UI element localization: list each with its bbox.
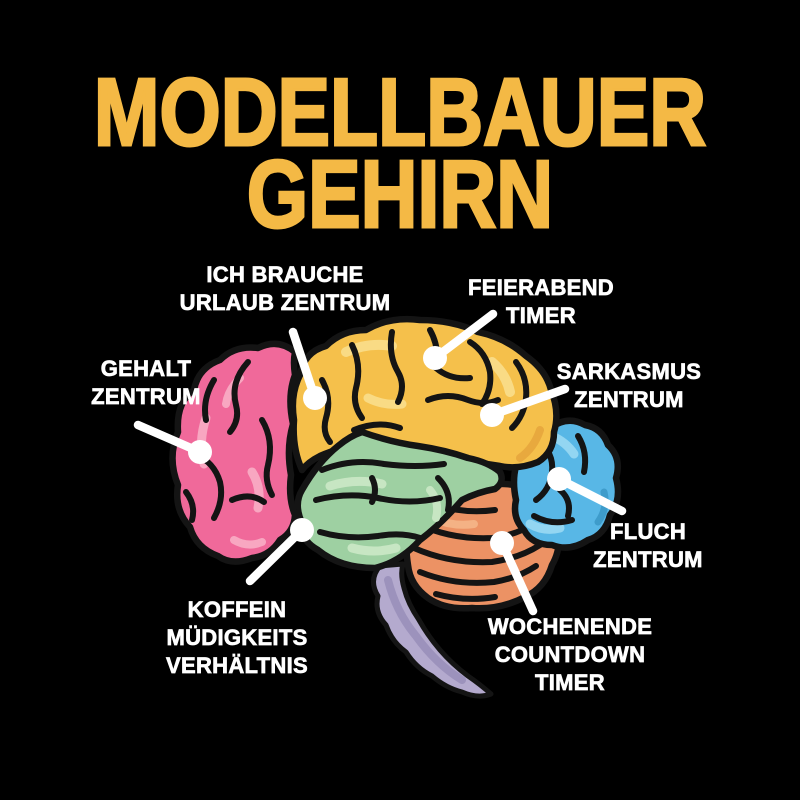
leader-dot-feierabend	[423, 346, 447, 370]
label-line: FEIERABEND	[467, 275, 614, 301]
label-fluch-zentrum: FLUCH ZENTRUM	[538, 518, 758, 574]
brain-region-stem-purple	[371, 561, 494, 699]
label-line: SARKASMUS	[556, 359, 702, 385]
frontal-highlight	[247, 467, 264, 513]
label-line: ZENTRUM	[574, 387, 684, 413]
parietal-shade	[516, 426, 544, 462]
frontal-shape	[169, 340, 299, 565]
leader-dot-ich-brauche	[303, 386, 327, 410]
label-line: ZENTRUM	[91, 384, 201, 410]
leader-line-feierabend	[430, 309, 498, 363]
label-line: ZENTRUM	[593, 547, 703, 573]
leader-dot-gehalt	[188, 440, 212, 464]
frontal-highlight	[230, 536, 266, 549]
title-line-2: GEHIRN	[246, 141, 555, 248]
label-sarkasmus-zentrum: SARKASMUS ZENTRUM	[519, 358, 739, 414]
leader-line-sarkasmus	[487, 384, 570, 420]
label-line: TIMER	[506, 303, 576, 329]
occipital-highlight	[525, 519, 565, 534]
label-ich-brauche-urlaub-zentrum: ICH BRAUCHE URLAUB ZENTRUM	[175, 261, 395, 317]
leader-dot-koffein	[290, 518, 314, 542]
leader-dot-fluch	[547, 467, 571, 491]
leader-dot-wochenende	[490, 531, 514, 555]
label-line: GEHALT	[100, 356, 192, 382]
brain-region-frontal-pink	[169, 340, 299, 565]
label-gehalt-zentrum: GEHALT ZENTRUM	[36, 355, 256, 411]
leader-line-wochenende	[497, 538, 538, 616]
leader-line-koffein	[245, 525, 307, 586]
stem-shape	[371, 561, 494, 699]
temporal-highlight	[426, 486, 442, 522]
leader-dot-sarkasmus	[480, 403, 504, 427]
label-line: URLAUB ZENTRUM	[179, 290, 391, 316]
brain-region-temporal-green	[294, 428, 505, 572]
label-line: VERHÄLTNIS	[166, 653, 308, 679]
label-line: WOCHENENDE	[487, 614, 653, 640]
label-line: FLUCH	[609, 519, 687, 545]
label-line: TIMER	[535, 670, 605, 696]
label-koffein-muedigkeits-verhaeltnis: KOFFEIN MÜDIGKEITS VERHÄLTNIS	[127, 596, 347, 680]
label-line: ICH BRAUCHE	[206, 262, 364, 288]
parietal-folds	[319, 327, 530, 445]
page-title: MODELLBAUER GEHIRN	[0, 59, 800, 248]
label-line: KOFFEIN	[187, 597, 287, 623]
label-wochenende-countdown-timer: WOCHENENDE COUNTDOWN TIMER	[460, 613, 680, 697]
temporal-folds	[313, 459, 452, 541]
occipital-shade	[594, 488, 609, 526]
label-line: MÜDIGKEITS	[166, 625, 308, 651]
temporal-highlight	[325, 476, 387, 491]
label-feierabend-timer: FEIERABEND TIMER	[431, 274, 651, 330]
leader-dots	[188, 346, 571, 555]
parietal-highlight	[487, 357, 515, 397]
temporal-highlight	[347, 543, 401, 556]
label-line: COUNTDOWN	[494, 642, 646, 668]
stem-shade	[384, 576, 466, 684]
title-line-1: MODELLBAUER	[93, 59, 708, 166]
